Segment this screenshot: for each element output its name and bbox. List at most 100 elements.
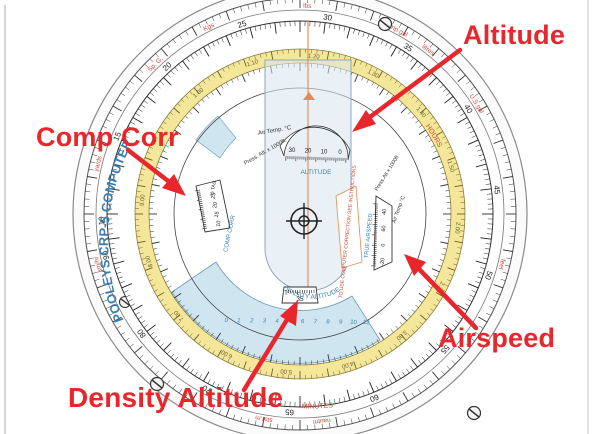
outer-tick — [198, 374, 203, 379]
outer-tick — [429, 350, 434, 355]
time-tick — [407, 91, 411, 95]
density-scale-number: 2 — [250, 318, 255, 324]
inner-tick — [158, 161, 163, 164]
outer-tick — [475, 281, 481, 284]
inner-tick — [428, 139, 432, 143]
time-tick — [212, 73, 215, 78]
outer-tick — [353, 394, 356, 400]
time-tick — [389, 77, 393, 81]
bezel-tick — [116, 99, 122, 103]
time-tick — [177, 103, 181, 107]
inner-tick — [231, 79, 234, 84]
density-pointer-value: 35 — [296, 296, 304, 303]
time-tick — [449, 274, 454, 277]
inner-tick — [162, 150, 167, 153]
inner-tick — [165, 280, 170, 283]
time-tick — [435, 131, 444, 136]
outer-tick — [109, 183, 115, 185]
comp-corr-scale-number: 25 — [211, 192, 218, 199]
time-band-ticks — [135, 49, 465, 379]
inner-tick — [236, 347, 239, 352]
outer-tick — [482, 257, 488, 260]
inner-tick — [418, 293, 426, 299]
outer-tick — [485, 243, 491, 245]
outer-tick — [457, 108, 463, 112]
inner-tick — [445, 190, 450, 192]
outer-tick — [194, 371, 198, 377]
outer-tick — [346, 27, 351, 39]
inner-tick — [241, 74, 246, 83]
outer-tick — [137, 316, 143, 320]
outer-tick — [163, 342, 172, 351]
arrow-airspeed — [404, 254, 479, 331]
time-tick — [202, 344, 206, 348]
bezel-tick — [102, 125, 108, 129]
bezel-tick — [120, 331, 126, 336]
bezel-tick — [364, 8, 367, 14]
bezel-tick — [474, 331, 480, 336]
time-tick — [276, 373, 278, 378]
bezel-tick — [149, 365, 154, 370]
outer-tick — [163, 77, 172, 86]
time-tick — [385, 73, 388, 78]
time-tick — [453, 263, 457, 266]
time-tick — [444, 284, 449, 287]
altitude-scale-number: 10 — [321, 149, 328, 155]
time-tick — [459, 190, 464, 192]
bezel-tick — [378, 409, 382, 415]
time-tick — [270, 51, 274, 60]
outer-tick — [221, 385, 224, 391]
inner-tick — [379, 332, 385, 340]
inner-tick — [442, 178, 447, 180]
time-tick — [232, 360, 235, 365]
center-pivot[interactable] — [286, 203, 322, 239]
time-tick — [139, 252, 144, 255]
inner-scale-ticks — [149, 63, 451, 365]
bezel-tick — [457, 346, 466, 354]
time-tick — [146, 151, 151, 154]
bezel-tick — [335, 1, 338, 12]
outer-tick — [259, 397, 262, 403]
density-scale-number: 4 — [275, 319, 280, 325]
outer-tick — [225, 35, 231, 47]
inner-tick — [366, 344, 369, 349]
bezel-tick — [504, 161, 510, 164]
bezel-tick — [160, 48, 168, 57]
outer-tick — [406, 54, 410, 60]
outer-tick — [279, 400, 281, 406]
bezel-tick — [269, 422, 271, 428]
inner-tick — [225, 82, 229, 86]
inner-tick — [441, 253, 446, 256]
density-scale-number: 3 — [262, 318, 267, 324]
bezel-tick — [254, 420, 257, 426]
bezel-tick — [240, 6, 243, 12]
bezel-tick — [191, 26, 198, 36]
bezel-tick — [502, 154, 508, 157]
outer-tick — [480, 158, 486, 161]
comp-corr-tick — [197, 191, 201, 193]
bezel-tick — [125, 337, 130, 342]
outer-tick — [135, 311, 140, 316]
outer-tick — [111, 173, 117, 176]
outer-tick — [397, 49, 402, 54]
time-tick — [136, 236, 141, 238]
outer-tick — [116, 271, 122, 274]
time-tick — [415, 325, 419, 329]
outer-tick — [428, 342, 437, 351]
outer-scale-number: 10 — [97, 216, 106, 226]
outer-tick — [125, 294, 131, 298]
inner-tick — [171, 134, 175, 138]
outer-tick — [108, 233, 114, 235]
inner-tick — [168, 285, 172, 289]
outer-tick — [198, 49, 203, 54]
outer-tick — [259, 25, 262, 31]
time-tick — [394, 80, 398, 84]
inner-tick — [440, 184, 449, 187]
bezel-tick — [198, 400, 202, 405]
time-tick — [333, 371, 335, 376]
time-tick — [169, 112, 174, 116]
time-tick — [400, 334, 407, 341]
time-tick — [326, 368, 330, 377]
comp-corr-scale-number: 10 — [216, 220, 223, 227]
